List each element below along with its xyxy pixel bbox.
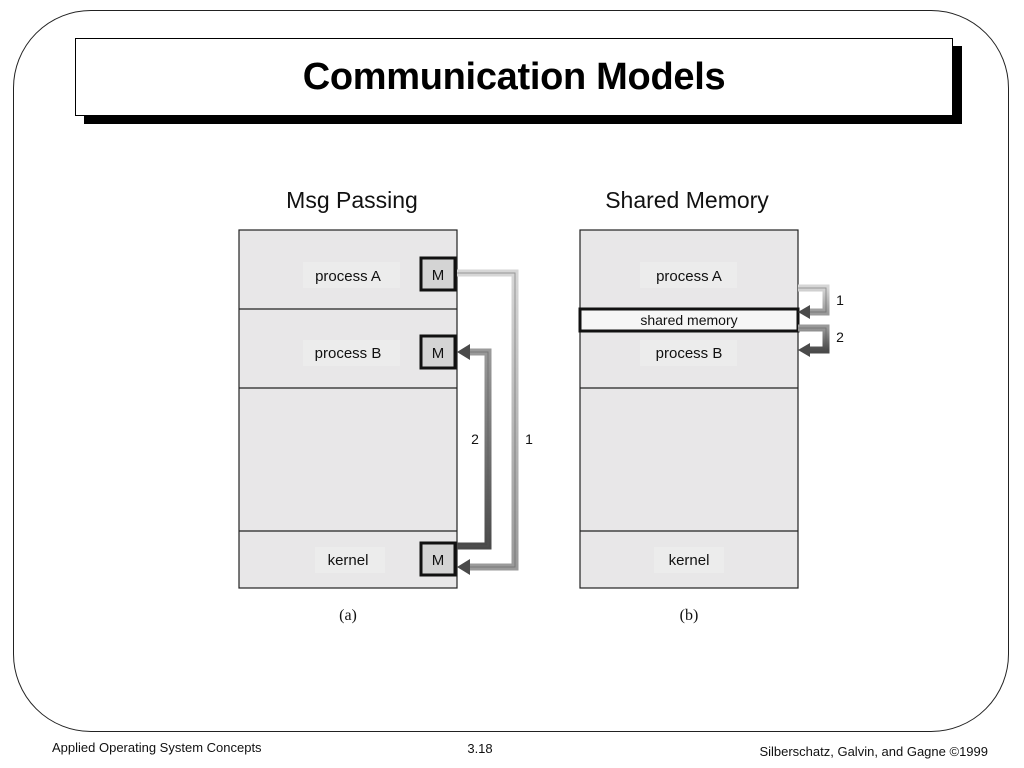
msg-passing-diagram: process A process B kernel M M M 1 2 <box>238 229 533 589</box>
arrow-2-shared-memory-outline <box>798 327 827 351</box>
figure-label-b: (b) <box>679 607 699 624</box>
arrow-2-shared-memory <box>798 324 830 354</box>
arrow-2-msg-passing <box>457 348 492 550</box>
kernel-label: kernel <box>328 552 369 569</box>
arrow-1-shared-memory-head <box>798 305 810 319</box>
kernel-label-b: kernel <box>669 552 710 569</box>
process-b-label: process B <box>315 345 382 362</box>
arrow-2-shared-memory-head <box>798 343 810 357</box>
footer-page-number: 3.18 <box>467 741 493 756</box>
arrow-2-msg-passing-outline <box>457 351 489 547</box>
arrow-2-label-a: 2 <box>471 431 479 447</box>
shared-memory-heading: Shared Memory <box>605 187 769 213</box>
shared-memory-region <box>578 307 800 333</box>
process-a-label-bg <box>303 262 400 288</box>
message-box-a <box>419 256 457 292</box>
slide-title: Communication Models <box>302 55 726 98</box>
kernel-label-bg-b <box>654 547 724 573</box>
process-a-label: process A <box>315 268 381 285</box>
arrow-1-shared-memory <box>798 284 830 316</box>
slide-frame <box>13 10 1009 732</box>
arrow-2-label-b: 2 <box>836 329 844 345</box>
process-a-label-bg-b <box>640 262 737 288</box>
kernel-label-bg <box>315 547 385 573</box>
shared-memory-label: shared memory <box>640 312 737 328</box>
message-box-a-label: M <box>432 267 445 284</box>
arrow-2-head <box>457 344 470 360</box>
arrow-1-msg-passing-outline <box>457 272 516 568</box>
message-box-b-label: M <box>432 345 445 362</box>
title-box: Communication Models <box>75 38 953 116</box>
footer-copyright: Silberschatz, Galvin, and Gagne ©1999 <box>759 744 988 759</box>
process-b-label-bg <box>303 340 400 366</box>
arrow-1-label-a: 1 <box>525 431 533 447</box>
figure-label-a: (a) <box>339 607 357 624</box>
msg-passing-heading: Msg Passing <box>286 187 418 213</box>
shared-memory-diagram: shared memory process A process B kernel… <box>578 229 844 589</box>
message-box-kernel <box>419 541 457 577</box>
arrow-1-head <box>457 559 470 575</box>
message-box-kernel-label: M <box>432 552 445 569</box>
arrow-1-label-b: 1 <box>836 292 844 308</box>
process-b-label-bg-b <box>640 340 737 366</box>
footer-course-title: Applied Operating System Concepts <box>52 740 262 755</box>
arrow-1-shared-memory-outline <box>798 287 827 313</box>
memory-column-b <box>579 229 799 589</box>
message-box-b <box>419 334 457 370</box>
process-a-label-b: process A <box>656 268 722 285</box>
process-b-label-b: process B <box>656 345 723 362</box>
